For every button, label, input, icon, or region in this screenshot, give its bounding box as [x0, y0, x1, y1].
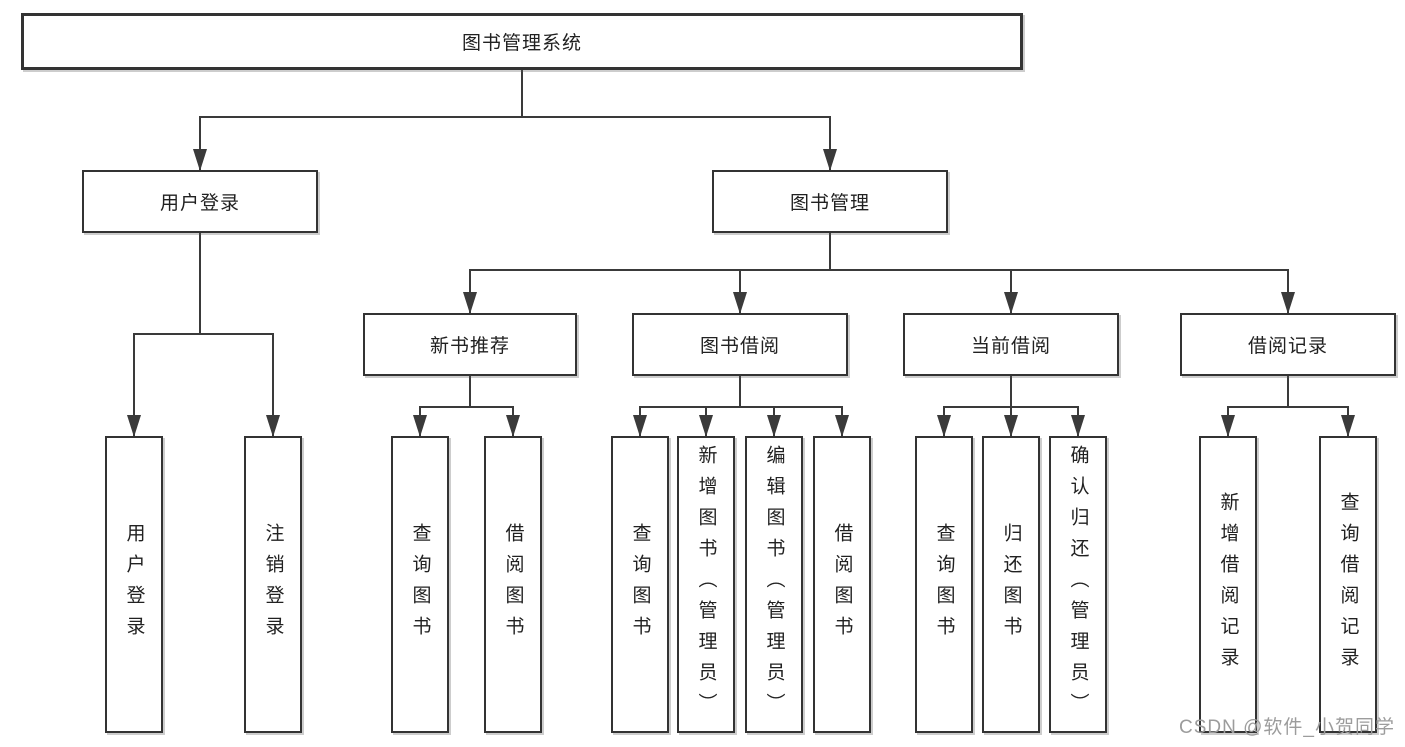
edges-book-borrowing-children	[633, 376, 849, 437]
leaf-add-book-admin: 新增图书（管理员）	[677, 436, 735, 733]
edges-current-borrowing-children	[937, 376, 1085, 437]
edges-book-management-children	[463, 233, 1295, 314]
node-current-borrowing: 当前借阅	[903, 313, 1119, 376]
leaf-query-books-recommend: 查询图书	[391, 436, 449, 733]
node-new-book-recommendation: 新书推荐	[363, 313, 577, 376]
node-book-management: 图书管理	[712, 170, 948, 233]
node-user-login: 用户登录	[82, 170, 318, 233]
leaf-query-books-borrowing: 查询图书	[611, 436, 669, 733]
leaf-add-borrow-record: 新增借阅记录	[1199, 436, 1257, 733]
edges-borrowing-records-children	[1221, 376, 1355, 437]
leaf-user-login: 用户登录	[105, 436, 163, 733]
leaf-query-books-current: 查询图书	[915, 436, 973, 733]
node-book-borrowing: 图书借阅	[632, 313, 848, 376]
edges-new-book-recommendation-children	[413, 376, 520, 437]
root-node: 图书管理系统	[21, 13, 1023, 70]
edges-root-to-level2	[193, 70, 837, 171]
leaf-borrow-books-recommend: 借阅图书	[484, 436, 542, 733]
watermark-text: CSDN @软件_小贺同学	[1179, 717, 1395, 738]
leaf-borrow-books-borrowing: 借阅图书	[813, 436, 871, 733]
edges-user-login-children	[127, 233, 280, 437]
leaf-confirm-return-admin: 确认归还（管理员）	[1049, 436, 1107, 733]
leaf-edit-book-admin: 编辑图书（管理员）	[745, 436, 803, 733]
node-borrowing-records: 借阅记录	[1180, 313, 1396, 376]
leaf-logout: 注销登录	[244, 436, 302, 733]
leaf-query-borrow-record: 查询借阅记录	[1319, 436, 1377, 733]
leaf-return-books: 归还图书	[982, 436, 1040, 733]
